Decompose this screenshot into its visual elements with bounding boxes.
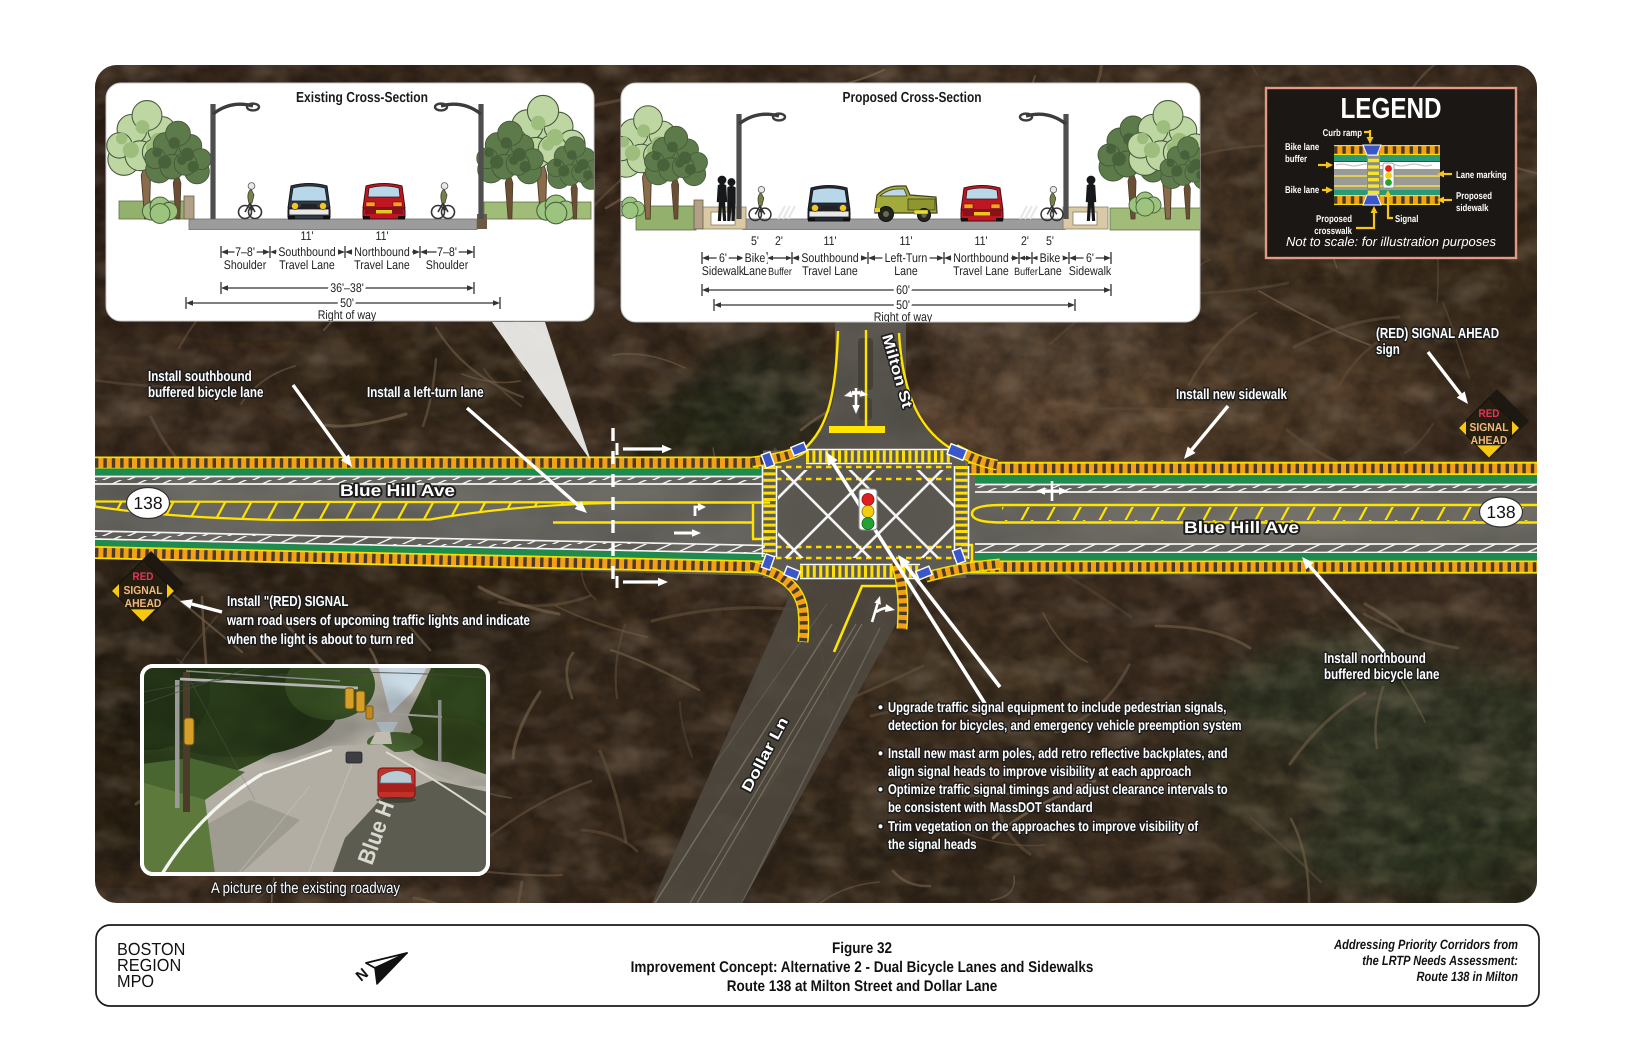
- svg-text:Route 138 in Milton: Route 138 in Milton: [1417, 969, 1519, 984]
- svg-text:138: 138: [133, 493, 162, 513]
- svg-text:SIGNAL: SIGNAL: [123, 585, 162, 597]
- svg-text:138: 138: [1486, 502, 1515, 522]
- svg-text:the signal heads: the signal heads: [888, 837, 977, 853]
- svg-text:Proposed: Proposed: [1456, 191, 1492, 202]
- svg-text:AHEAD: AHEAD: [1471, 435, 1508, 447]
- svg-text:Right of way: Right of way: [874, 310, 933, 324]
- svg-text:REGION: REGION: [117, 955, 181, 975]
- svg-text:Buffer: Buffer: [768, 266, 792, 278]
- svg-text:50': 50': [896, 298, 910, 312]
- svg-text:Sidewalk: Sidewalk: [1069, 264, 1112, 278]
- svg-text:Sidewalk: Sidewalk: [702, 264, 745, 278]
- svg-text:11': 11': [899, 234, 912, 248]
- svg-text:Shoulder: Shoulder: [224, 258, 267, 272]
- svg-text:Optimize traffic signal timing: Optimize traffic signal timings and adju…: [888, 782, 1228, 798]
- svg-text:Upgrade traffic signal equipme: Upgrade traffic signal equipment to incl…: [888, 700, 1226, 716]
- svg-text:Figure 32: Figure 32: [832, 940, 892, 957]
- svg-text:Install northbound: Install northbound: [1324, 651, 1426, 667]
- svg-text:BOSTON: BOSTON: [117, 939, 185, 959]
- svg-text:•: •: [878, 782, 883, 798]
- svg-text:36'–38': 36'–38': [330, 281, 364, 295]
- svg-text:Travel Lane: Travel Lane: [279, 258, 335, 272]
- svg-text:Southbound: Southbound: [801, 251, 858, 265]
- svg-text:Install new sidewalk: Install new sidewalk: [1176, 387, 1288, 403]
- svg-text:Bike lane: Bike lane: [1285, 142, 1320, 153]
- svg-text:crosswalk: crosswalk: [1314, 226, 1352, 237]
- svg-text:A picture of the existing road: A picture of the existing roadway: [211, 880, 400, 897]
- svg-text:11': 11': [823, 234, 836, 248]
- svg-text:Northbound: Northbound: [953, 251, 1009, 265]
- svg-text:Lane: Lane: [743, 264, 767, 278]
- svg-text:5': 5': [751, 234, 759, 248]
- svg-text:be consistent with MassDOT sta: be consistent with MassDOT standard: [888, 800, 1093, 816]
- svg-text:Curb ramp: Curb ramp: [1323, 128, 1362, 139]
- svg-text:Signal: Signal: [1395, 214, 1419, 225]
- svg-text:2': 2': [775, 234, 783, 248]
- svg-text:7–8': 7–8': [235, 245, 255, 259]
- svg-text:sign: sign: [1376, 342, 1400, 358]
- svg-text:•: •: [878, 700, 883, 716]
- svg-text:LEGEND: LEGEND: [1341, 93, 1442, 125]
- svg-text:2': 2': [1021, 234, 1029, 248]
- svg-text:Bike: Bike: [745, 251, 766, 265]
- svg-text:Existing Cross-Section: Existing Cross-Section: [296, 90, 428, 106]
- svg-text:buffered bicycle lane: buffered bicycle lane: [148, 385, 263, 401]
- svg-text:Improvement Concept: Alternati: Improvement Concept: Alternative 2 - Dua…: [631, 959, 1094, 976]
- svg-text:7–8': 7–8': [437, 245, 457, 259]
- svg-text:Addressing Priority Corridors: Addressing Priority Corridors from: [1333, 937, 1518, 952]
- svg-text:6': 6': [719, 251, 727, 265]
- svg-text:buffered bicycle lane: buffered bicycle lane: [1324, 667, 1439, 683]
- svg-text:Install "(RED) SIGNAL: Install "(RED) SIGNAL: [227, 594, 349, 610]
- svg-text:Buffer: Buffer: [1014, 266, 1038, 278]
- svg-text:AHEAD: AHEAD: [125, 598, 162, 610]
- svg-text:Right of way: Right of way: [318, 308, 377, 322]
- svg-text:Lane marking: Lane marking: [1456, 170, 1507, 181]
- svg-text:11': 11': [375, 229, 388, 243]
- svg-text:Travel Lane: Travel Lane: [953, 264, 1009, 278]
- svg-text:warn road users of upcoming tr: warn road users of upcoming traffic ligh…: [226, 613, 530, 629]
- svg-text:Bike: Bike: [1040, 251, 1061, 265]
- svg-text:sidewalk: sidewalk: [1456, 203, 1489, 214]
- svg-text:Left-Turn: Left-Turn: [885, 251, 928, 265]
- svg-text:buffer: buffer: [1285, 154, 1307, 165]
- svg-text:(RED) SIGNAL AHEAD: (RED) SIGNAL AHEAD: [1376, 326, 1499, 342]
- svg-text:50': 50': [340, 296, 354, 310]
- svg-text:•: •: [878, 746, 883, 762]
- svg-text:SIGNAL: SIGNAL: [1469, 422, 1508, 434]
- svg-text:Route 138 at Milton Street and: Route 138 at Milton Street and Dollar La…: [727, 978, 998, 995]
- svg-text:Install new mast arm poles, ad: Install new mast arm poles, add retro re…: [888, 746, 1228, 762]
- svg-text:when the light is about to tur: when the light is about to turn red: [226, 632, 414, 648]
- svg-text:5': 5': [1046, 234, 1054, 248]
- svg-text:Install a left-turn lane: Install a left-turn lane: [367, 385, 484, 401]
- svg-text:Travel Lane: Travel Lane: [802, 264, 858, 278]
- svg-text:the LRTP Needs Assessment:: the LRTP Needs Assessment:: [1362, 953, 1518, 968]
- svg-text:6': 6': [1086, 251, 1094, 265]
- svg-text:Bike lane: Bike lane: [1285, 185, 1320, 196]
- svg-text:MPO: MPO: [117, 971, 154, 991]
- svg-text:•: •: [878, 819, 883, 835]
- svg-text:11': 11': [974, 234, 987, 248]
- svg-text:60': 60': [896, 283, 910, 297]
- svg-text:Proposed: Proposed: [1316, 214, 1352, 225]
- svg-text:Not to scale: for illustration: Not to scale: for illustration purposes: [1286, 234, 1496, 249]
- svg-text:11': 11': [300, 229, 313, 243]
- svg-text:Northbound: Northbound: [354, 245, 410, 259]
- svg-text:align signal heads to improve: align signal heads to improve visibility…: [888, 764, 1191, 780]
- svg-text:RED: RED: [133, 571, 154, 583]
- svg-text:Travel Lane: Travel Lane: [354, 258, 410, 272]
- svg-text:Shoulder: Shoulder: [426, 258, 469, 272]
- svg-text:Install southbound: Install southbound: [148, 369, 252, 385]
- svg-text:detection for bicycles, and em: detection for bicycles, and emergency ve…: [888, 718, 1242, 734]
- svg-text:Lane: Lane: [1038, 264, 1062, 278]
- svg-text:RED: RED: [1479, 408, 1500, 420]
- svg-text:Southbound: Southbound: [278, 245, 335, 259]
- svg-text:Proposed Cross-Section: Proposed Cross-Section: [843, 90, 982, 106]
- svg-text:Blue Hill Ave: Blue Hill Ave: [340, 482, 455, 500]
- svg-text:Lane: Lane: [894, 264, 918, 278]
- svg-text:Trim vegetation on the approac: Trim vegetation on the approaches to imp…: [888, 819, 1198, 835]
- svg-text:Blue Hill Ave: Blue Hill Ave: [1184, 519, 1299, 537]
